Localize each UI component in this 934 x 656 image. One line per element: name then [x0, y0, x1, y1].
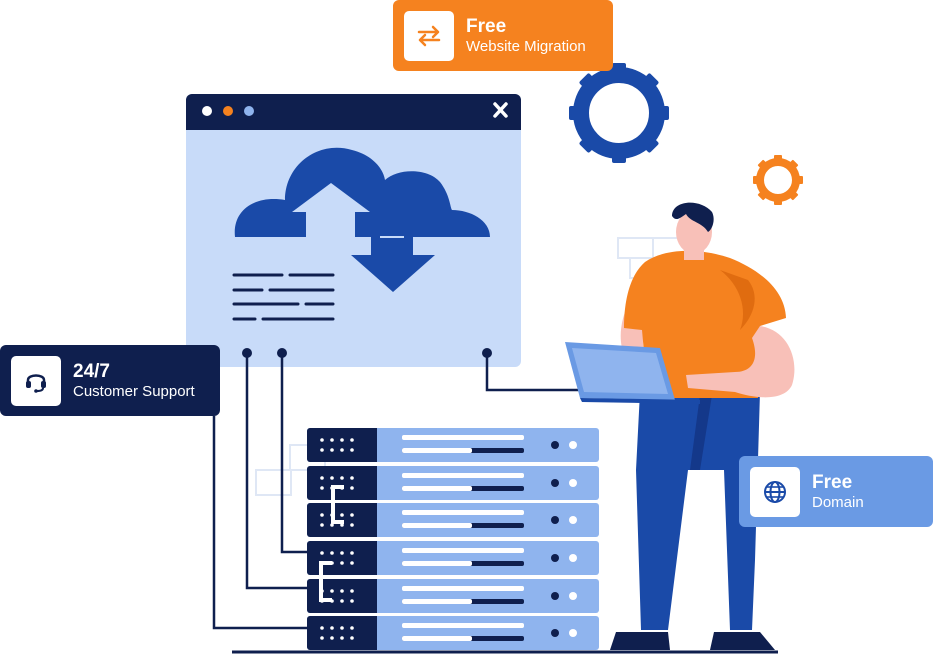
- server-unit: [307, 428, 599, 462]
- window-dot-blue: [244, 106, 254, 116]
- badge-subtitle: Domain: [812, 493, 864, 511]
- badge-subtitle: Customer Support: [73, 382, 195, 400]
- server-unit: [307, 503, 599, 537]
- cloud-upload-download-icon: [234, 147, 490, 292]
- gear-small-icon: [753, 155, 803, 205]
- badge-title: Free: [812, 471, 853, 493]
- bracket-marks: [319, 485, 344, 602]
- free-migration-badge: Free Website Migration: [393, 0, 613, 71]
- person-with-laptop: [565, 202, 795, 650]
- headset-icon: [11, 355, 61, 406]
- badge-subtitle: Website Migration: [466, 37, 586, 55]
- close-icon: [493, 102, 508, 118]
- text-lines: [232, 273, 335, 321]
- server-unit: [307, 541, 599, 575]
- gear-large-icon: [569, 63, 669, 163]
- server-unit: [307, 466, 599, 500]
- server-unit: [307, 579, 599, 613]
- swap-arrows-icon: [404, 10, 454, 61]
- window-dot-white: [202, 106, 212, 116]
- free-domain-badge: Free Domain: [739, 456, 933, 527]
- customer-support-badge: 24/7 Customer Support: [0, 345, 220, 416]
- window-dot-orange: [223, 106, 233, 116]
- badge-title: Free: [466, 15, 507, 37]
- server-stack: [307, 428, 599, 650]
- badge-title: 24/7: [73, 360, 110, 382]
- server-unit: [307, 616, 599, 650]
- globe-icon: [750, 466, 800, 517]
- cables: [212, 353, 580, 630]
- browser-window: [186, 94, 521, 367]
